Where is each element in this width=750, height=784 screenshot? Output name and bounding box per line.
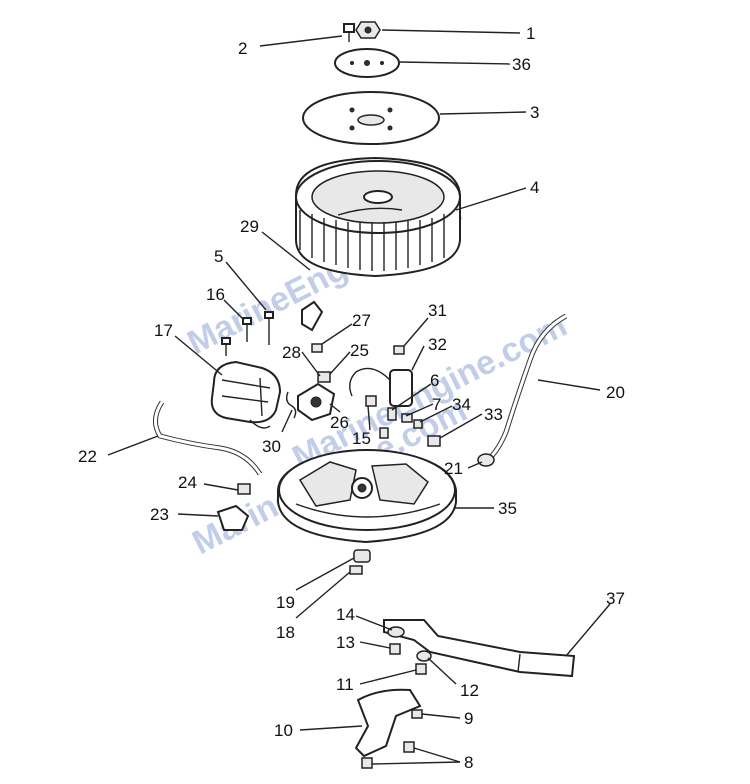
callout-37: 37	[606, 589, 625, 608]
callout-5: 5	[214, 247, 223, 266]
callout-7: 7	[432, 395, 441, 414]
callout-1: 1	[526, 24, 535, 43]
callout-23: 23	[150, 505, 169, 524]
callout-36: 36	[512, 55, 531, 74]
callout-35: 35	[498, 499, 517, 518]
part-small-plate	[334, 48, 400, 78]
part-hardware-14-11	[387, 626, 432, 675]
callout-14: 14	[336, 605, 355, 624]
callout-19: 19	[276, 593, 295, 612]
part-wire-22	[153, 400, 263, 476]
part-small-hardware	[365, 395, 441, 447]
callout-31: 31	[428, 301, 447, 320]
callout-24: 24	[178, 473, 197, 492]
callout-26: 26	[330, 413, 349, 432]
callout-15: 15	[352, 429, 371, 448]
part-ignition-coil	[210, 360, 282, 429]
part-screw	[343, 23, 355, 42]
callout-labels: 1 2 36 3 4 29 5 16 17 27 31 28 25 32 6 2…	[78, 24, 625, 772]
callout-25: 25	[350, 341, 369, 360]
part-terminal-24-23	[216, 483, 251, 531]
callout-11: 11	[336, 675, 354, 694]
callout-3: 3	[530, 103, 539, 122]
callout-30: 30	[262, 437, 281, 456]
callout-28: 28	[282, 343, 301, 362]
callout-6: 6	[430, 371, 439, 390]
callout-16: 16	[206, 285, 225, 304]
callout-18: 18	[276, 623, 295, 642]
part-washer-screw-19-18	[349, 549, 371, 575]
part-throttle-arm	[383, 619, 576, 678]
callout-12: 12	[460, 681, 479, 700]
callout-32: 32	[428, 335, 447, 354]
callout-2: 2	[238, 39, 247, 58]
part-spring	[285, 391, 297, 419]
callout-27: 27	[352, 311, 371, 330]
part-screws-5-16	[221, 311, 274, 356]
part-condenser	[349, 367, 413, 407]
callout-20: 20	[606, 383, 625, 402]
part-nut	[355, 21, 381, 39]
callout-8: 8	[464, 753, 473, 772]
callout-10: 10	[274, 721, 293, 740]
callout-34: 34	[452, 395, 471, 414]
part-bracket	[354, 688, 423, 769]
callout-22: 22	[78, 447, 97, 466]
callout-13: 13	[336, 633, 355, 652]
part-flywheel	[295, 156, 461, 278]
part-grommet	[477, 453, 495, 467]
part-clip	[301, 300, 324, 332]
part-wire-20	[480, 313, 568, 467]
callout-21: 21	[444, 459, 463, 478]
leader-lines	[107, 29, 611, 765]
part-stator-plate	[277, 449, 457, 544]
callout-9: 9	[464, 709, 473, 728]
callout-4: 4	[530, 178, 539, 197]
callout-33: 33	[484, 405, 503, 424]
callout-29: 29	[240, 217, 259, 236]
part-breaker-points	[297, 371, 336, 422]
part-screws-27-31	[311, 343, 405, 355]
part-cover-disc	[302, 91, 440, 145]
callout-17: 17	[154, 321, 173, 340]
part-drawings	[153, 21, 576, 769]
